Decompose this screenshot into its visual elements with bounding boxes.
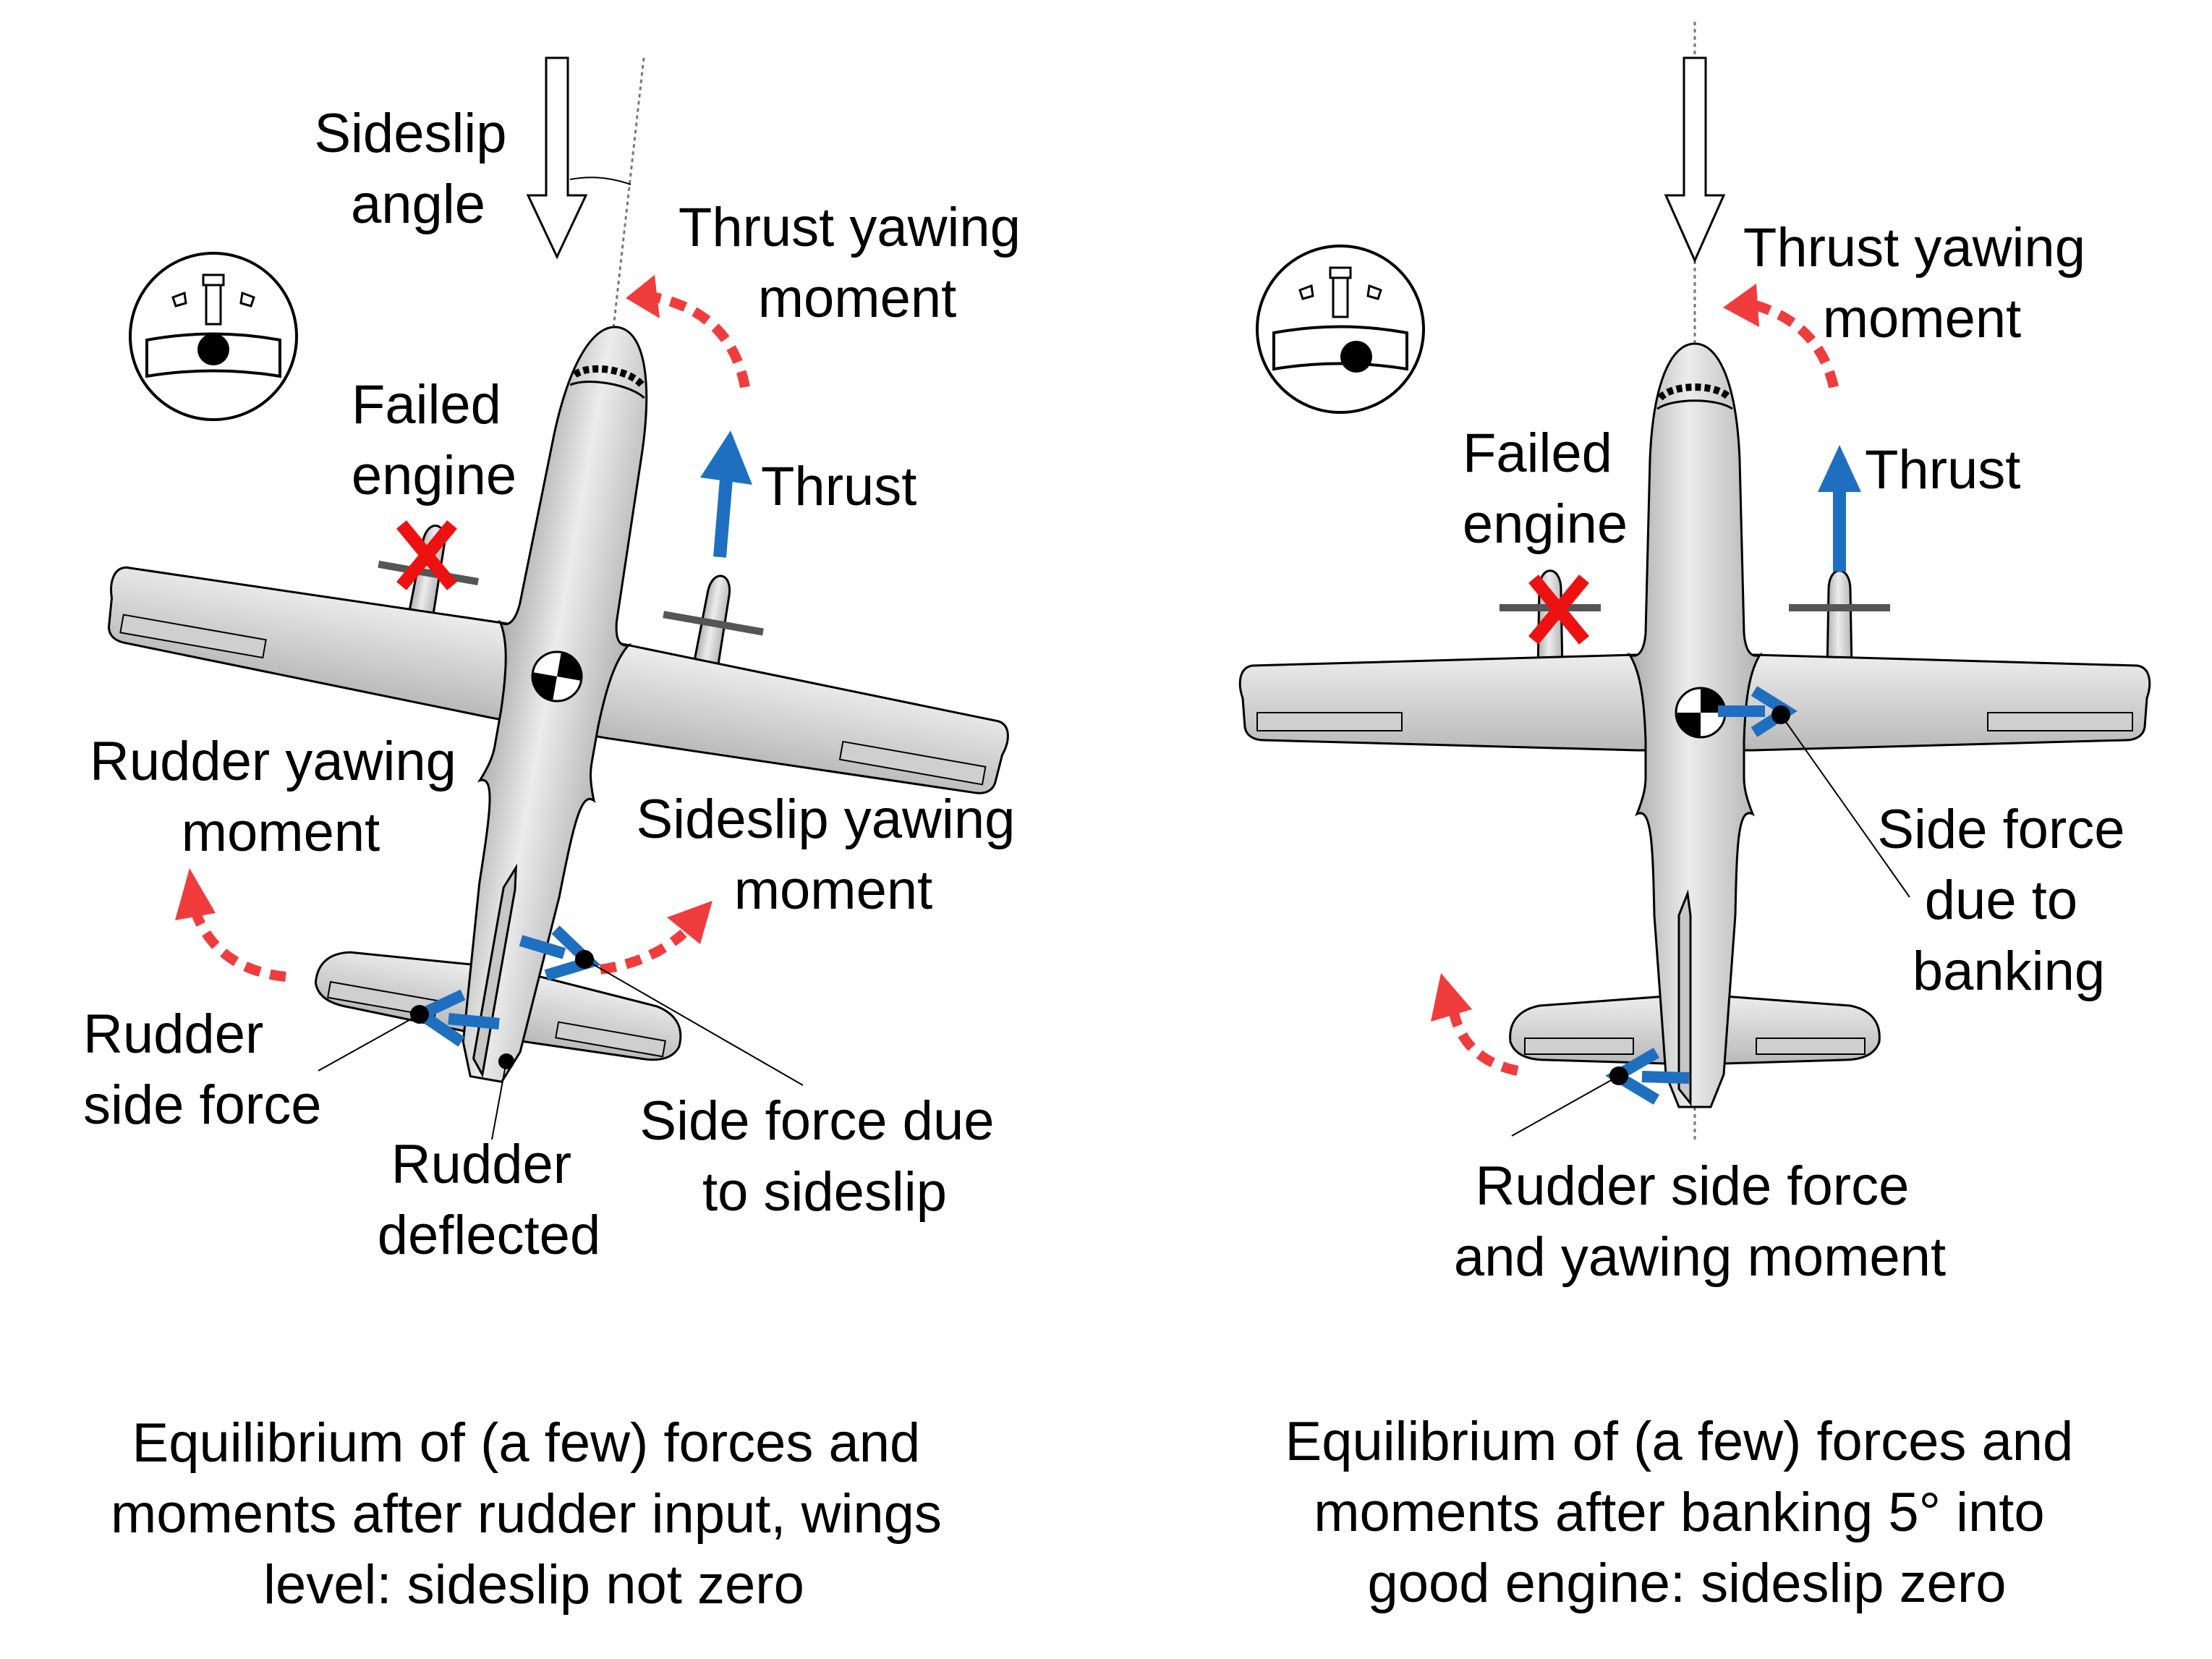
rudder-deflected-leader	[491, 1061, 507, 1140]
rudder-side-force-arrow-right	[1641, 1071, 1690, 1084]
right-panel: Thrust yawing moment Failed engine Thrus…	[1240, 22, 2149, 1614]
rudder-side-force-arrow	[448, 1013, 500, 1030]
thrust-yawing-moment-label-left: Thrust yawing moment	[679, 197, 1036, 329]
left-panel: Sideslip angle Thrust yawing moment Fail…	[38, 56, 1067, 1616]
thrust-label-right: Thrust	[1865, 439, 2020, 501]
rudder-side-force-label-right: Rudder side force and yawing moment	[1454, 1155, 1946, 1288]
thrust-yawing-moment-label-right: Thrust yawing moment	[1743, 217, 2101, 349]
sideslip-yawing-moment-label: Sideslip yawing moment	[637, 789, 1031, 921]
thrust-arrow	[713, 470, 733, 558]
sideslip-yawing-moment-arrowhead	[667, 901, 712, 944]
thrust-yawing-moment-arrow-right	[1749, 299, 1839, 389]
relative-wind-arrow-right	[1664, 56, 1726, 263]
slip-indicator-left-icon	[129, 252, 298, 421]
rudder-side-force-leader	[318, 1014, 420, 1072]
rudder-side-force-label-left: Rudder side force	[83, 1004, 322, 1136]
rudder-yawing-moment-label: Rudder yawing moment	[90, 731, 472, 863]
rudder-yawing-moment-arrowhead-right	[1431, 973, 1472, 1022]
rudder-deflected-label: Rudder deflected	[378, 1134, 600, 1266]
rudder-yawing-moment-arrow	[190, 909, 286, 982]
rudder-force-leader-right	[1511, 1075, 1620, 1137]
sideslip-force-leader	[584, 959, 804, 1086]
thrust-yawing-moment-arrow	[650, 292, 750, 389]
center-of-gravity-right-icon	[1675, 687, 1727, 739]
failed-engine-label-right: Failed engine	[1463, 423, 1628, 555]
sideslip-angle-arc	[569, 177, 631, 185]
caption-right: Equilibrium of (a few) forces and moment…	[1285, 1411, 2089, 1614]
sideslip-angle-label: Sideslip angle	[314, 103, 522, 235]
good-propeller	[663, 611, 764, 636]
airplane-left	[38, 248, 1067, 1158]
thrust-label-left: Thrust	[761, 456, 916, 517]
thrust-yawing-moment-arrowhead	[626, 275, 660, 318]
side-force-banking-label: Side force due to banking	[1877, 799, 2140, 1002]
failed-engine-label-left: Failed engine	[352, 374, 516, 506]
rudder-yawing-moment-arrow-right	[1449, 1011, 1519, 1076]
rudder-yawing-moment-arrowhead	[175, 868, 216, 920]
failed-propeller	[378, 560, 479, 586]
sideslip-yawing-moment-arrow	[600, 929, 687, 975]
slip-indicator-right-icon	[1256, 245, 1425, 414]
failed-engine-x-icon	[396, 520, 457, 590]
side-force-sideslip-label: Side force due to sideslip	[639, 1090, 1009, 1223]
thrust-arrowhead-right	[1818, 445, 1861, 492]
thrust-yawing-moment-arrowhead-right	[1723, 284, 1759, 327]
relative-wind-arrow	[526, 56, 588, 260]
caption-left: Equilibrium of (a few) forces and moment…	[111, 1412, 957, 1616]
failed-engine-x-icon-right	[1528, 574, 1589, 645]
sideslip-side-force-arrow	[519, 935, 566, 959]
banking-force-leader	[1780, 714, 1910, 898]
thrust-arrowhead	[700, 430, 752, 485]
